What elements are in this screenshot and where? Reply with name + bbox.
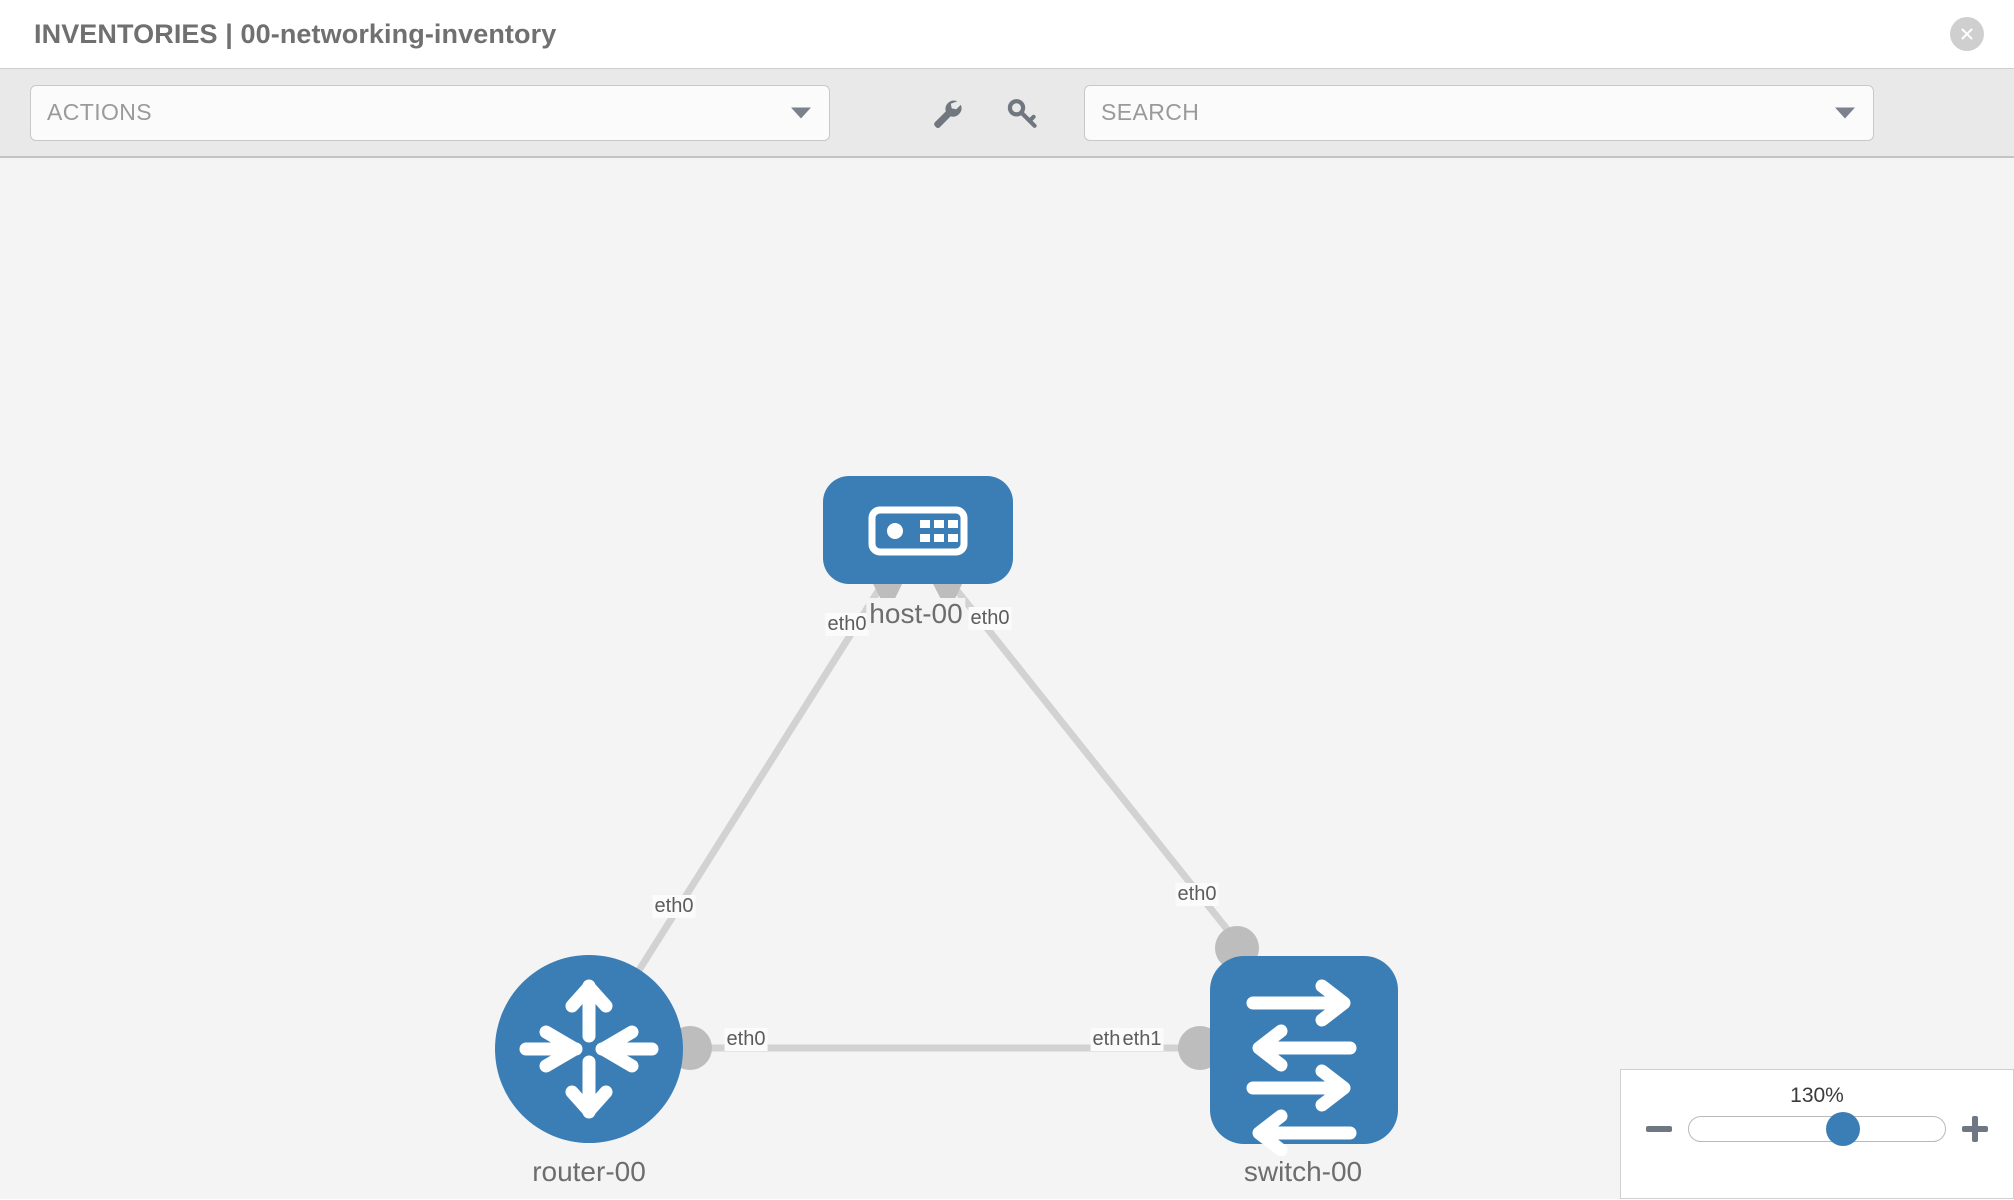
server-icon (868, 506, 968, 556)
zoom-control-panel: 130% (1620, 1069, 2014, 1199)
chevron-down-icon (791, 107, 811, 118)
close-icon[interactable] (1950, 17, 1984, 51)
node-router-00[interactable] (495, 955, 683, 1143)
zoom-level-value: 130% (1790, 1084, 1844, 1107)
interface-label: eth0 (1175, 883, 1219, 906)
chevron-down-icon[interactable] (1835, 107, 1855, 118)
router-arrows-icon (519, 979, 659, 1119)
zoom-slider-row (1646, 1112, 1988, 1146)
actions-dropdown-label: ACTIONS (47, 99, 153, 125)
interface-label: eth0 (968, 607, 1012, 630)
node-switch-00[interactable] (1210, 956, 1398, 1157)
interface-label: eth1 (1120, 1028, 1164, 1051)
interface-label: eth0 (652, 895, 696, 918)
minus-icon[interactable] (1646, 1116, 1672, 1142)
search-box[interactable] (1084, 84, 1874, 141)
page-header: INVENTORIES | 00-networking-inventory (0, 0, 2014, 68)
page-title: INVENTORIES | 00-networking-inventory (34, 18, 557, 49)
interface-label: eth0 (724, 1028, 768, 1051)
switch-arrows-icon (1246, 979, 1357, 1157)
nub-host-right (930, 578, 965, 613)
zoom-slider[interactable] (1688, 1112, 1946, 1146)
plus-icon[interactable] (1962, 1116, 1988, 1142)
link-router-host (609, 586, 883, 1015)
key-icon[interactable] (1002, 93, 1042, 133)
node-host-00[interactable] (823, 476, 1013, 584)
zoom-slider-thumb[interactable] (1825, 1112, 1860, 1146)
link-group (609, 585, 1253, 1052)
interface-nub-group (668, 578, 1259, 1070)
nub-host-left (870, 578, 905, 613)
topology-graph (495, 476, 1398, 1157)
interface-label: eth0 (825, 613, 869, 636)
actions-dropdown[interactable]: ACTIONS (30, 84, 830, 141)
toolbar: ACTIONS (0, 68, 2014, 158)
search-input[interactable] (1101, 99, 1797, 126)
toolbar-icon-group (926, 93, 1042, 133)
topology-canvas[interactable]: eth0 eth0 eth0 eth0 eth0 eth0 eth1 host-… (0, 158, 2014, 1199)
wrench-icon[interactable] (926, 93, 966, 133)
node-label-host-00: host-00 (866, 598, 966, 630)
node-label-router-00: router-00 (529, 1156, 649, 1188)
node-label-switch-00: switch-00 (1240, 1156, 1366, 1188)
